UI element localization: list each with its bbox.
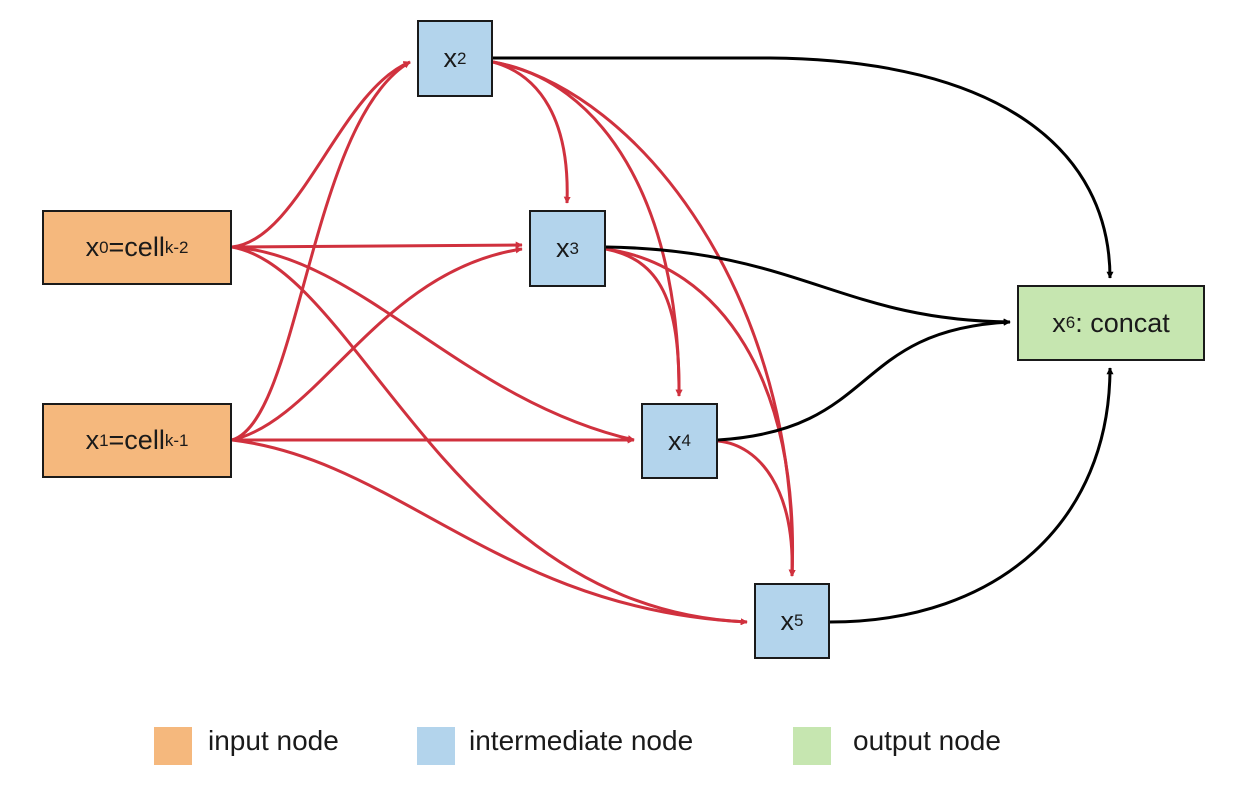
node-x5-base: x [780,605,795,636]
legend-output-swatch [793,727,831,765]
edge-x3-to-x4 [605,247,683,397]
node-x3-base: x [556,233,570,263]
legend-input-label: input node [208,725,339,756]
edge-x2-to-x6 [493,56,1114,279]
edge-x2-to-x5 [492,60,796,577]
node-x4-base: x [668,425,682,456]
node-x1-base: x [85,425,100,455]
edge-x1-to-x5 [231,438,748,626]
edge-x4-to-x6 [717,318,1011,442]
edge-x1-to-x3 [231,246,523,442]
node-x6-suffix: : concat [1075,307,1170,338]
edge-x2-to-x3 [492,60,571,204]
node-x2-base: x [443,43,458,73]
edge-x3-to-x5 [605,247,796,577]
legend-intermediate-swatch [417,727,455,765]
node-x0-base: x [85,232,100,262]
edge-x1-to-x2 [231,60,411,442]
node-x0-eq: =cell [108,232,165,262]
edge-x3-to-x6 [605,245,1011,326]
legend-input-swatch [154,727,192,765]
node-x6-base: x [1052,307,1066,338]
edge-x0-to-x4 [231,245,635,442]
edge-x0-to-x3 [231,241,523,249]
edge-x4-to-x5 [717,439,796,577]
legend-output-label: output node [853,725,1001,756]
edge-x5-to-x6 [829,367,1114,624]
node-x1-eq: =cell [108,425,165,455]
edge-x0-to-x2 [231,60,411,249]
legend-intermediate-label: intermediate node [469,725,694,756]
